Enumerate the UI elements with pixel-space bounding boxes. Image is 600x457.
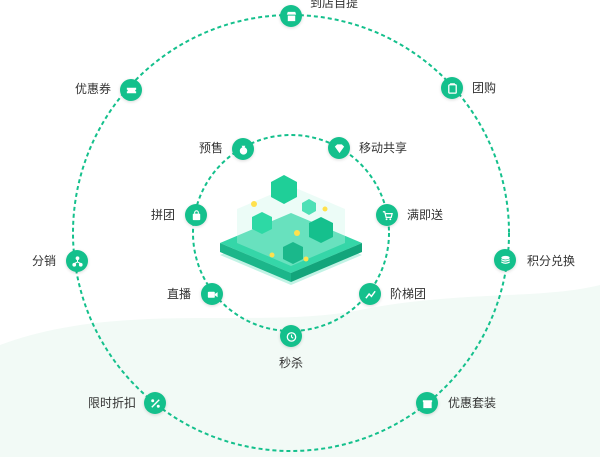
moneybag-icon[interactable] [232,138,254,160]
background-wave [0,285,600,457]
outer-ring [72,14,510,452]
bag-icon[interactable] [185,204,207,226]
outer-label-distribution: 分销 [32,254,57,268]
alarm-clock-icon[interactable] [280,325,302,347]
group-buy-icon[interactable] [441,77,463,99]
storefront-icon[interactable] [280,5,302,27]
outer-label-pickup: 到店自提 [310,0,359,10]
outer-label-bundle: 优惠套装 [448,396,497,410]
inner-label-group-deal: 拼团 [151,208,176,222]
inner-label-mobile-share: 移动共享 [359,141,408,155]
inner-label-live-stream: 直播 [167,287,192,301]
outer-label-group-buy: 团购 [472,81,497,95]
outer-label-discount: 限时折扣 [88,396,137,410]
gift-box-icon[interactable] [416,392,438,414]
outer-label-coupon: 优惠券 [75,82,112,96]
cart-icon[interactable] [376,204,398,226]
inner-label-tiered-group: 阶梯团 [390,287,427,301]
coins-icon[interactable] [494,249,516,271]
diamond-icon[interactable] [328,137,350,159]
inner-label-flash-sale: 秒杀 [279,356,304,370]
inner-label-presale: 预售 [199,141,224,155]
trend-icon[interactable] [359,283,381,305]
coupon-icon[interactable] [120,79,142,101]
outer-label-points: 积分兑换 [527,254,576,268]
video-camera-icon[interactable] [201,283,223,305]
center-illustration [220,175,362,285]
percent-icon[interactable] [144,392,166,414]
inner-label-gift-on-spend: 满即送 [407,208,444,222]
distribution-icon[interactable] [66,250,88,272]
inner-ring [192,134,390,332]
